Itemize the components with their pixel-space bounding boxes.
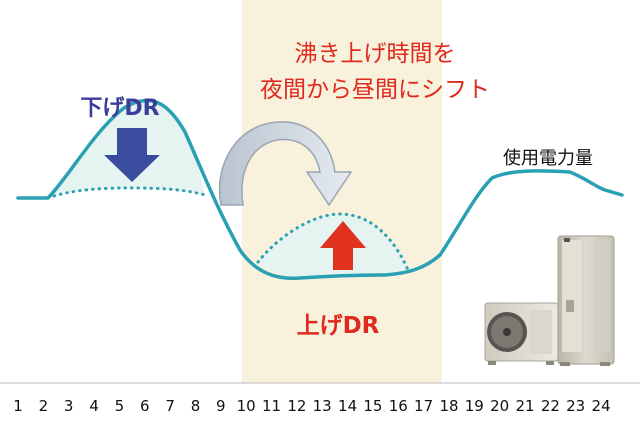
x-tick-label: 10 xyxy=(237,397,256,415)
x-tick-label: 8 xyxy=(191,397,201,415)
down-dr-dotted-line xyxy=(46,186,207,200)
down-arrow-icon xyxy=(104,128,160,182)
x-tick-label: 23 xyxy=(566,397,585,415)
x-tick-label: 21 xyxy=(515,397,534,415)
down-dr-label: 下げDR xyxy=(80,96,159,121)
x-tick-label: 20 xyxy=(490,397,509,415)
x-tick-label: 11 xyxy=(262,397,281,415)
up-arrow-icon xyxy=(320,221,366,270)
heat-pump-water-heater-icon xyxy=(484,235,615,366)
x-tick-label: 1 xyxy=(13,397,23,415)
shift-title-line2: 夜間から昼間にシフト xyxy=(260,77,490,103)
x-tick-label: 13 xyxy=(313,397,332,415)
x-tick-label: 5 xyxy=(115,397,125,415)
x-tick-label: 18 xyxy=(439,397,458,415)
curved-shift-arrow-icon xyxy=(218,121,353,207)
up-dr-label: 上げDR xyxy=(297,313,380,339)
x-tick-label: 3 xyxy=(64,397,74,415)
shift-title-line1: 沸き上げ時間を xyxy=(295,41,456,67)
x-tick-label: 9 xyxy=(216,397,226,415)
x-tick-label: 12 xyxy=(287,397,306,415)
x-tick-label: 2 xyxy=(39,397,49,415)
x-tick-label: 24 xyxy=(592,397,611,415)
x-tick-label: 7 xyxy=(165,397,175,415)
x-tick-label: 19 xyxy=(465,397,484,415)
power-usage-curve xyxy=(16,98,624,281)
x-tick-label: 15 xyxy=(363,397,382,415)
x-tick-label: 4 xyxy=(89,397,99,415)
x-tick-label: 16 xyxy=(389,397,408,415)
daytime-highlight-band xyxy=(242,0,442,383)
x-tick-label: 17 xyxy=(414,397,433,415)
x-tick-label: 6 xyxy=(140,397,150,415)
up-dr-dotted-line xyxy=(256,212,410,272)
power-usage-label: 使用電力量 xyxy=(503,148,593,169)
x-tick-label: 14 xyxy=(338,397,357,415)
x-tick-label: 22 xyxy=(541,397,560,415)
